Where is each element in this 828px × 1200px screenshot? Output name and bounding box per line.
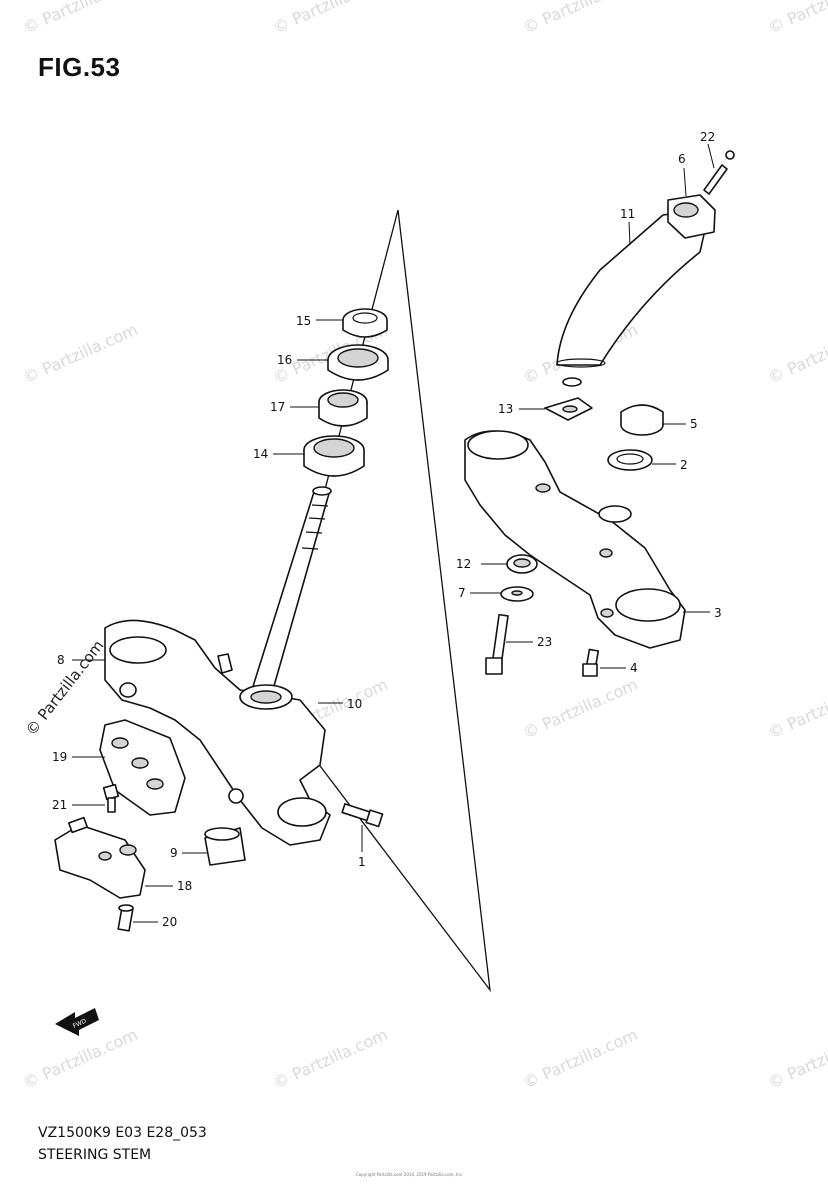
cap-6-part (667, 194, 716, 239)
callout-23: 23 (537, 635, 552, 649)
callout-4: 4 (630, 661, 638, 675)
callout-14: 14 (253, 447, 268, 461)
bolt-21-part (102, 783, 120, 813)
washer-12-part (506, 554, 538, 574)
callout-12: 12 (456, 557, 471, 571)
callout-8: 8 (57, 653, 65, 667)
stem-nut-part (342, 308, 388, 338)
lower-bracket-part (104, 619, 331, 846)
callout-5: 5 (690, 417, 698, 431)
callout-17: 17 (270, 400, 285, 414)
callout-9: 9 (170, 846, 178, 860)
screw-20-part (117, 904, 134, 932)
figure-title: FIG.53 (38, 52, 121, 82)
callout-1: 1 (358, 855, 366, 869)
upper-bracket-part (464, 430, 686, 649)
copyright-note: Copyright Partzilla.com 2014, 2019 Partz… (356, 1172, 464, 1177)
dust-seal-part (327, 344, 389, 381)
callout-13: 13 (498, 402, 513, 416)
upper-bearing-part (318, 389, 368, 427)
washer-7-part (500, 586, 534, 602)
screw-22-part (703, 150, 735, 195)
lower-bearing-part (303, 435, 365, 477)
callout-7: 7 (458, 586, 466, 600)
callout-18: 18 (177, 879, 192, 893)
callout-10: 10 (347, 697, 362, 711)
callout-2: 2 (680, 458, 688, 472)
handlebar-holder-part (99, 719, 186, 816)
bolt-1-part (341, 803, 384, 828)
callout-11: 11 (620, 207, 635, 221)
callout-15: 15 (296, 314, 311, 328)
clamp-part (54, 816, 146, 899)
callout-6: 6 (678, 152, 686, 166)
cap-5-part (620, 404, 664, 436)
bolt-23-part (485, 613, 509, 675)
callout-numbers: 1 2 3 4 5 6 7 8 9 10 11 12 13 14 15 16 1… (52, 130, 722, 929)
spacer-part (204, 827, 246, 866)
callout-19: 19 (52, 750, 67, 764)
callout-22: 22 (700, 130, 715, 144)
diagram-code: VZ1500K9 E03 E28_053 (38, 1125, 207, 1141)
washer-2-part (607, 449, 653, 471)
callout-16: 16 (277, 353, 292, 367)
plate-13-part (544, 377, 593, 421)
callout-21: 21 (52, 798, 67, 812)
leader-lines (72, 143, 715, 923)
bolt-4-part (582, 648, 600, 677)
callout-20: 20 (162, 915, 177, 929)
diagram-name: STEERING STEM (38, 1147, 152, 1163)
fwd-arrow-icon: FWD (55, 1008, 99, 1036)
callout-3: 3 (714, 606, 722, 620)
steering-stem-shaft (249, 486, 332, 701)
